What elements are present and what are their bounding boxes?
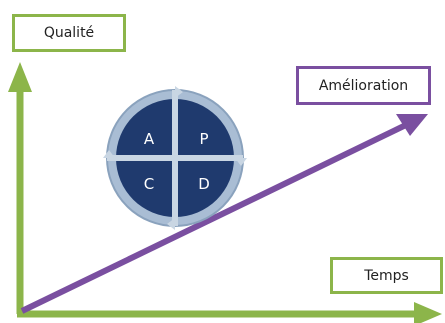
quality-label: Qualité [43, 25, 95, 41]
pdca-wheel: A P C D [103, 86, 247, 230]
pdca-ring-arrow-right [235, 158, 247, 166]
improvement-label-box: Amélioration [296, 66, 431, 105]
pdca-ring-arrow-top [175, 86, 183, 98]
quality-axis-arrowhead [8, 62, 32, 92]
quality-label-box: Qualité [12, 14, 126, 52]
time-label-box: Temps [330, 257, 443, 294]
time-axis-arrowhead [414, 302, 442, 323]
pdca-letter-check: C [144, 175, 154, 193]
pdca-letter-plan: P [199, 130, 208, 148]
pdca-ring-arrow-bottom [167, 218, 175, 230]
pdca-letter-act: A [144, 130, 155, 148]
improvement-arrow [20, 121, 410, 314]
improvement-arrowhead [396, 114, 428, 136]
improvement-label: Amélioration [318, 77, 409, 94]
time-label: Temps [364, 267, 409, 284]
pdca-letter-do: D [198, 175, 210, 193]
pdca-ring-arrow-left [103, 150, 115, 158]
